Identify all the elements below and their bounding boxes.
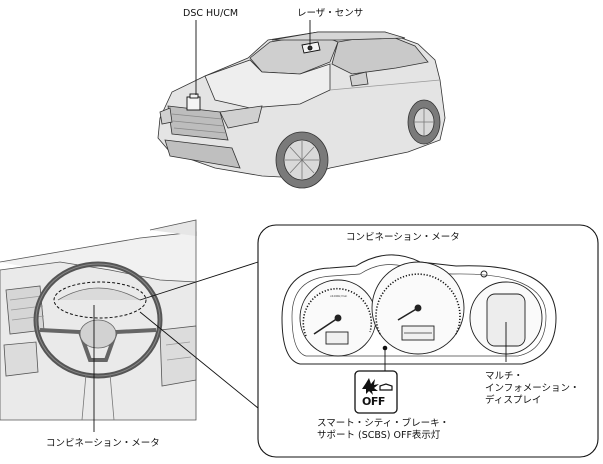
speedometer-gauge bbox=[372, 262, 464, 354]
svg-text:x1000r/min: x1000r/min bbox=[330, 294, 347, 298]
label-combination-meter-bottom: コンビネーション・メータ bbox=[46, 438, 160, 450]
label-multi-info-display: マルチ・ インフォメーション・ ディスプレイ bbox=[485, 371, 580, 407]
label-scbs-off-indicator: スマート・シティ・ブレーキ・ サポート (SCBS) OFF表示灯 bbox=[317, 418, 449, 442]
label-laser-sensor: レーザ・センサ bbox=[297, 8, 363, 20]
car-illustration bbox=[158, 32, 445, 188]
interior-illustration bbox=[0, 220, 196, 420]
tachometer-gauge: x1000r/min bbox=[300, 280, 376, 356]
label-dsc-hu-cm: DSC HU/CM bbox=[183, 8, 238, 20]
label-combination-meter-panel: コンビネーション・メータ bbox=[346, 232, 460, 244]
indicator-lamp-dot bbox=[383, 346, 388, 351]
scbs-off-icon-text: OFF bbox=[362, 396, 385, 408]
